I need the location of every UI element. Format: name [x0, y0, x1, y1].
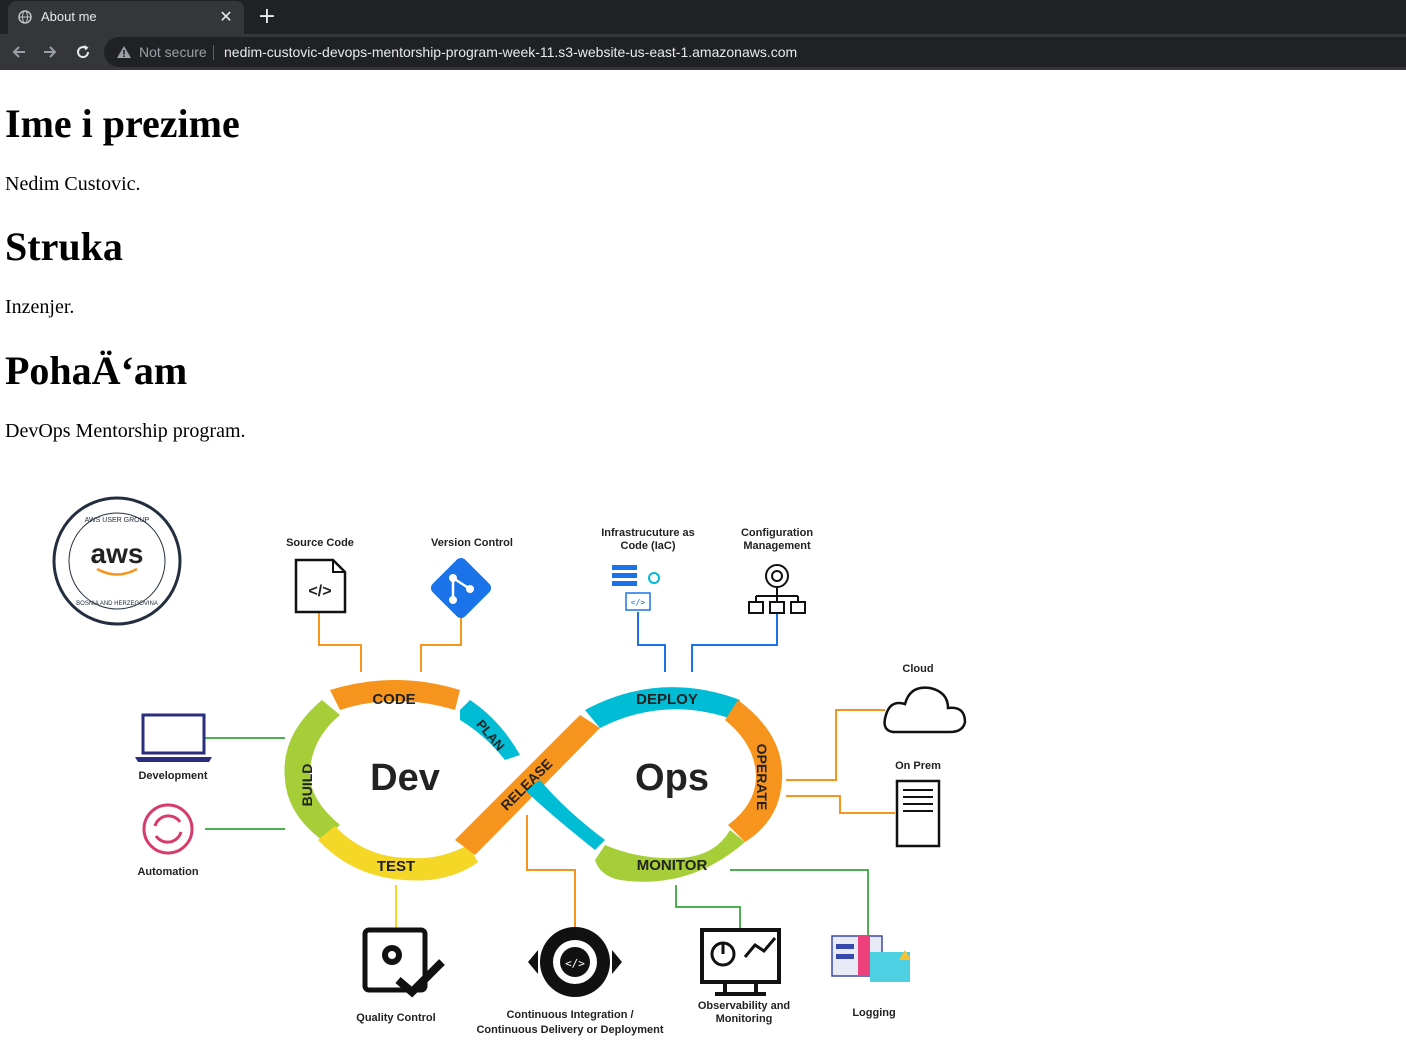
- monitoring-screen-icon: [700, 928, 781, 996]
- aws-user-group-logo: aws AWS USER GROUP BOSNIA AND HERZEGOVIN…: [52, 496, 182, 626]
- label-automation: Automation: [137, 866, 198, 878]
- address-divider: [213, 45, 214, 60]
- label-cicd-2: Continuous Delivery or Deployment: [476, 1024, 663, 1036]
- close-tab-icon[interactable]: ✕: [219, 7, 233, 26]
- page-content: Ime i prezime Nedim Custovic. Struka Inz…: [0, 70, 1406, 1041]
- aws-logo-text: aws: [91, 538, 144, 569]
- heading-attending: PohaÄ‘am: [5, 348, 188, 393]
- tab-about-me[interactable]: About me ✕: [8, 1, 244, 34]
- warning-icon[interactable]: [116, 45, 132, 59]
- cicd-icon: </>: [528, 927, 622, 997]
- text-profession: Inzenjer.: [5, 296, 75, 318]
- globe-icon: [18, 10, 32, 24]
- stage-test: TEST: [377, 858, 415, 875]
- label-iac-2: Code (IaC): [621, 540, 676, 552]
- label-version-control: Version Control: [431, 537, 513, 549]
- dev-label: Dev: [370, 757, 440, 799]
- forward-arrow-icon[interactable]: [40, 42, 60, 62]
- label-iac-1: Infrastrucuture as: [601, 527, 695, 539]
- stage-build: BUILD: [299, 764, 315, 807]
- label-quality-control: Quality Control: [356, 1012, 435, 1024]
- reload-icon[interactable]: [73, 42, 93, 62]
- label-cloud: Cloud: [902, 663, 933, 675]
- label-observability-2: Monitoring: [716, 1013, 773, 1025]
- label-config-1: Configuration: [741, 527, 813, 539]
- label-on-prem: On Prem: [895, 760, 941, 772]
- label-config-2: Management: [743, 540, 811, 552]
- url-text[interactable]: nedim-custovic-devops-mentorship-program…: [224, 44, 798, 60]
- heading-profession: Struka: [5, 224, 123, 269]
- automation-gear-icon: [142, 803, 194, 855]
- svg-text:</>: </>: [308, 583, 331, 600]
- browser-toolbar: Not secure nedim-custovic-devops-mentors…: [0, 34, 1406, 70]
- logo-ring-bottom: BOSNIA AND HERZEGOVINA: [76, 601, 158, 607]
- laptop-icon: [135, 713, 212, 762]
- heading-name: Ime i prezime: [5, 101, 240, 146]
- security-label[interactable]: Not secure: [139, 44, 207, 60]
- cloud-icon: [883, 686, 967, 734]
- back-arrow-icon[interactable]: [9, 42, 29, 62]
- browser-chrome: About me ✕ + Not secure nedim-custovic-d…: [0, 0, 1406, 70]
- stage-operate: OPERATE: [754, 744, 770, 811]
- source-code-icon: </>: [294, 558, 347, 614]
- logging-icon: [831, 935, 911, 982]
- quality-control-icon: [362, 927, 445, 998]
- stage-deploy: DEPLOY: [636, 691, 698, 708]
- stage-code: CODE: [372, 691, 415, 708]
- label-source-code: Source Code: [286, 537, 354, 549]
- text-name: Nedim Custovic.: [5, 173, 141, 195]
- label-cicd-1: Continuous Integration /: [506, 1009, 633, 1021]
- label-development: Development: [138, 770, 207, 782]
- text-attending: DevOps Mentorship program.: [5, 420, 246, 442]
- ops-label: Ops: [635, 757, 709, 799]
- stage-monitor: MONITOR: [637, 857, 708, 874]
- address-bar[interactable]: Not secure nedim-custovic-devops-mentors…: [104, 37, 1406, 67]
- svg-text:</>: </>: [631, 598, 646, 607]
- server-icon: [895, 779, 941, 848]
- new-tab-icon[interactable]: +: [257, 4, 277, 29]
- svg-text:</>: </>: [565, 957, 585, 970]
- tab-strip: About me ✕ +: [0, 0, 1406, 34]
- configuration-icon: [748, 564, 806, 614]
- label-observability-1: Observability and: [698, 1000, 790, 1012]
- infinity-loop: [284, 680, 783, 882]
- label-logging: Logging: [852, 1007, 895, 1019]
- tab-title: About me: [41, 9, 97, 24]
- devops-diagram: aws AWS USER GROUP BOSNIA AND HERZEGOVIN…: [52, 496, 967, 1036]
- git-icon: [430, 557, 492, 619]
- iac-icon: </>: [612, 565, 660, 611]
- logo-ring-top: AWS USER GROUP: [85, 517, 150, 524]
